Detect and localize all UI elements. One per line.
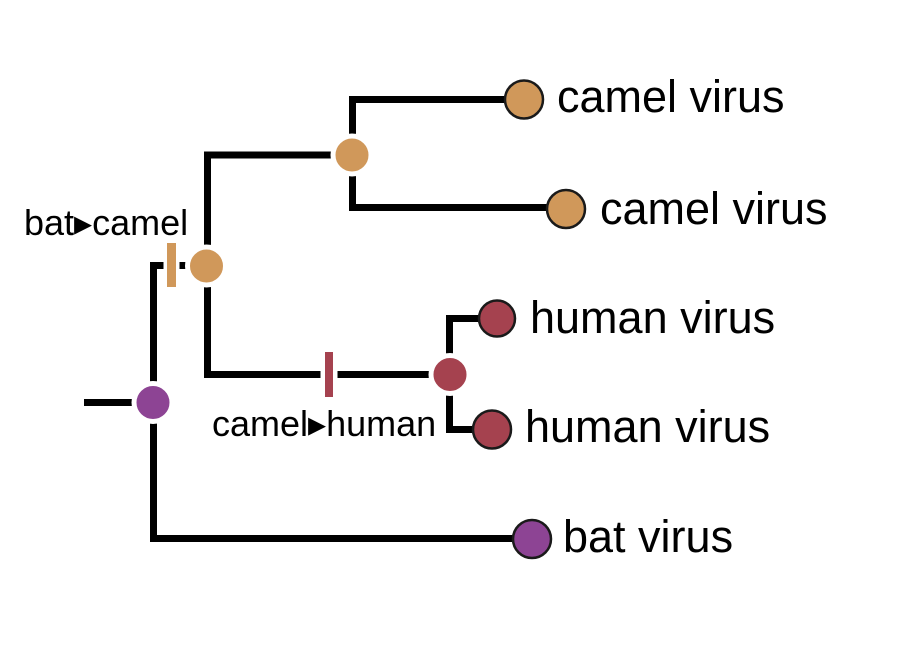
branch-camel-human-clade — [204, 151, 450, 378]
tip-camel-virus-1 — [503, 79, 545, 120]
tip-bat-virus — [511, 518, 553, 560]
transition-tick-camel-human — [320, 352, 338, 397]
bat-camel-tick-mark — [167, 243, 176, 287]
tip-label-bat-virus: bat virus — [563, 511, 734, 562]
transition-label-camel-human: camel▸human — [212, 403, 437, 444]
camel-human-tick-mark — [325, 352, 333, 397]
tip-label-human-virus-1: human virus — [530, 292, 776, 343]
tip-label-human-virus-2: human virus — [525, 401, 771, 452]
node-human-ancestor — [428, 353, 472, 396]
node-camel-ancestor — [330, 133, 374, 177]
tip-nodes — [471, 79, 587, 560]
transition-label-bat-camel: bat▸camel — [24, 202, 189, 243]
tip-label-camel-virus-2: camel virus — [600, 183, 828, 234]
tip-label-camel-virus-1: camel virus — [557, 71, 785, 122]
node-root-bat — [131, 381, 175, 424]
tip-human-virus-1 — [477, 299, 517, 338]
tip-camel-virus-2 — [545, 188, 587, 230]
node-bat-camel-ancestor — [185, 244, 228, 288]
transition-tick-bat-camel — [163, 243, 180, 287]
tip-human-virus-2 — [471, 409, 513, 450]
internal-nodes — [131, 133, 472, 424]
